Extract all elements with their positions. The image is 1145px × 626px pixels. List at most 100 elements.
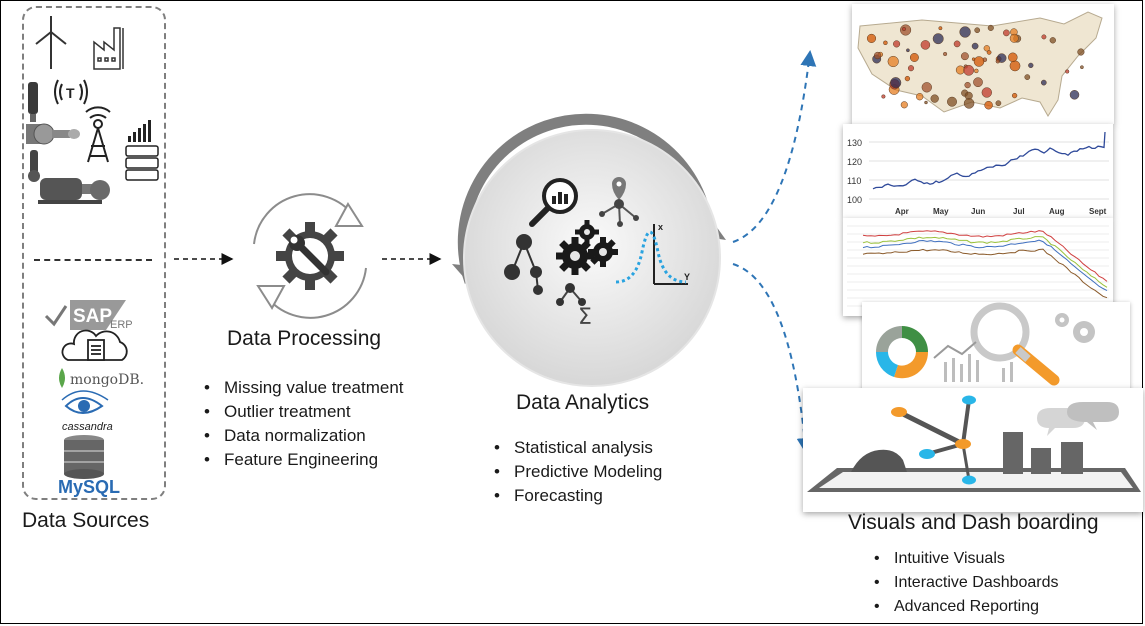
data-sources-title: Data Sources [22, 509, 150, 532]
analytics-collage [875, 302, 1095, 386]
y-tick-130: 130 [847, 138, 862, 148]
speech-bubbles-icon [1037, 402, 1119, 436]
map-bubble [938, 26, 943, 31]
map-bubble [932, 33, 944, 45]
pump-icon [38, 178, 110, 204]
map-bubble [1024, 74, 1031, 80]
cycle-arc-bottom [265, 267, 367, 319]
mysql-label: MySQL [58, 477, 120, 497]
map-bubble [921, 82, 932, 93]
time-series-grid [869, 141, 1109, 200]
multi-line-panel [843, 218, 1113, 316]
map-bubble [1069, 90, 1080, 100]
molecule-icon [504, 234, 543, 295]
x-tick-sept: Sept [1089, 207, 1107, 216]
map-bubble [1049, 37, 1056, 44]
mongodb-logo: mongoDB. [59, 368, 144, 388]
tablet-dashboard [807, 395, 1141, 492]
server-rack-icon [125, 145, 159, 181]
iot-devices-group: T [26, 16, 159, 204]
map-bubble [930, 94, 939, 103]
map-bubble [974, 68, 979, 74]
cassandra-label: cassandra [62, 421, 113, 433]
donut-chart-icon [875, 326, 929, 379]
map-bubble [947, 96, 957, 107]
map-bubble [1008, 52, 1018, 63]
sap-label: SAP [73, 306, 112, 327]
multi-line-green [862, 236, 1108, 288]
map-bubble [920, 40, 931, 50]
y-tick-110: 110 [847, 176, 861, 186]
map-bubble [1080, 65, 1084, 70]
map-bubble [907, 65, 915, 72]
bell-curve-icon: x Y [615, 222, 690, 285]
visuals-bullet-1: Intuitive Visuals [872, 547, 1059, 571]
map-bubble [1040, 79, 1047, 86]
svg-text:Σ: Σ [578, 305, 592, 330]
time-series-line [872, 131, 1106, 190]
signal-bars-icon [128, 120, 151, 142]
mysql-logo: MySQL [58, 435, 120, 497]
multi-line-blue [862, 239, 1108, 292]
map-bubble [963, 64, 975, 76]
map-bubbles [866, 24, 1085, 110]
map-bubble [983, 45, 990, 52]
map-bubble [916, 93, 924, 101]
map-bubble [901, 26, 907, 32]
us-map-bubble-chart [857, 11, 1103, 117]
network-graph-icon [891, 395, 976, 485]
processing-bullet-1: Missing value treatment [202, 376, 404, 400]
processing-bullet-4: Feature Engineering [202, 448, 404, 472]
map-bubble [1011, 92, 1018, 99]
small-gears-icon [1055, 313, 1095, 343]
visuals-bullet-2: Interactive Dashboards [872, 571, 1059, 595]
magnifier-icon [970, 302, 1060, 386]
processing-bullet-3: Data normalization [202, 424, 404, 448]
gears-icon [556, 220, 618, 275]
map-bubble [971, 42, 979, 50]
map-bubble [953, 40, 961, 48]
map-bubble [1009, 33, 1019, 43]
radio-tower-icon [85, 106, 111, 163]
map-bubble [1077, 48, 1085, 56]
map-bubble [959, 26, 971, 38]
y-tick-100: 100 [847, 195, 862, 205]
time-series-panel: 130 120 110 100 Apr May Jun Jul Aug Sept [843, 124, 1113, 218]
map-bubble [881, 94, 886, 99]
map-bubble [887, 55, 899, 68]
time-series-y-ticks: 130 120 110 100 [847, 138, 862, 205]
wind-turbine-icon [35, 16, 67, 69]
map-bubble [960, 52, 969, 61]
map-bubble [973, 56, 985, 67]
map-bubble [987, 24, 994, 31]
map-bubble [964, 81, 971, 89]
map-bubble [1003, 29, 1010, 37]
multi-line-grid [847, 225, 1109, 307]
hand-icon [851, 449, 907, 472]
erp-label: ERP [110, 319, 133, 331]
analytics-bullet-2: Predictive Modeling [492, 460, 662, 484]
map-bubble [866, 33, 877, 43]
database-logos-group: SAP ERP mongoDB. cassandra MySQL [44, 300, 144, 497]
sources-divider [34, 259, 152, 261]
map-bubble [890, 77, 902, 89]
map-bubble [1028, 62, 1034, 69]
cassandra-logo: cassandra [61, 390, 113, 433]
gear-wrench-icon [276, 222, 344, 290]
flow-meter-icon [26, 123, 80, 145]
map-bubble [995, 100, 1002, 107]
analytics-icons-panel [862, 302, 1130, 392]
map-bubble [981, 87, 992, 98]
x-tick-apr: Apr [895, 207, 909, 216]
analytics-arc-top [457, 113, 708, 284]
mongodb-label: mongoDB. [70, 372, 144, 388]
map-bubble [904, 75, 911, 82]
map-bubble [963, 98, 975, 109]
svg-text:x: x [658, 222, 663, 232]
map-bubble [943, 51, 948, 57]
arrow-analytics-to-map [732, 50, 817, 243]
arrow-analytics-to-dashboard [732, 263, 813, 454]
map-bubble [1065, 69, 1070, 74]
analytics-bullets: Statistical analysis Predictive Modeling… [492, 436, 662, 508]
